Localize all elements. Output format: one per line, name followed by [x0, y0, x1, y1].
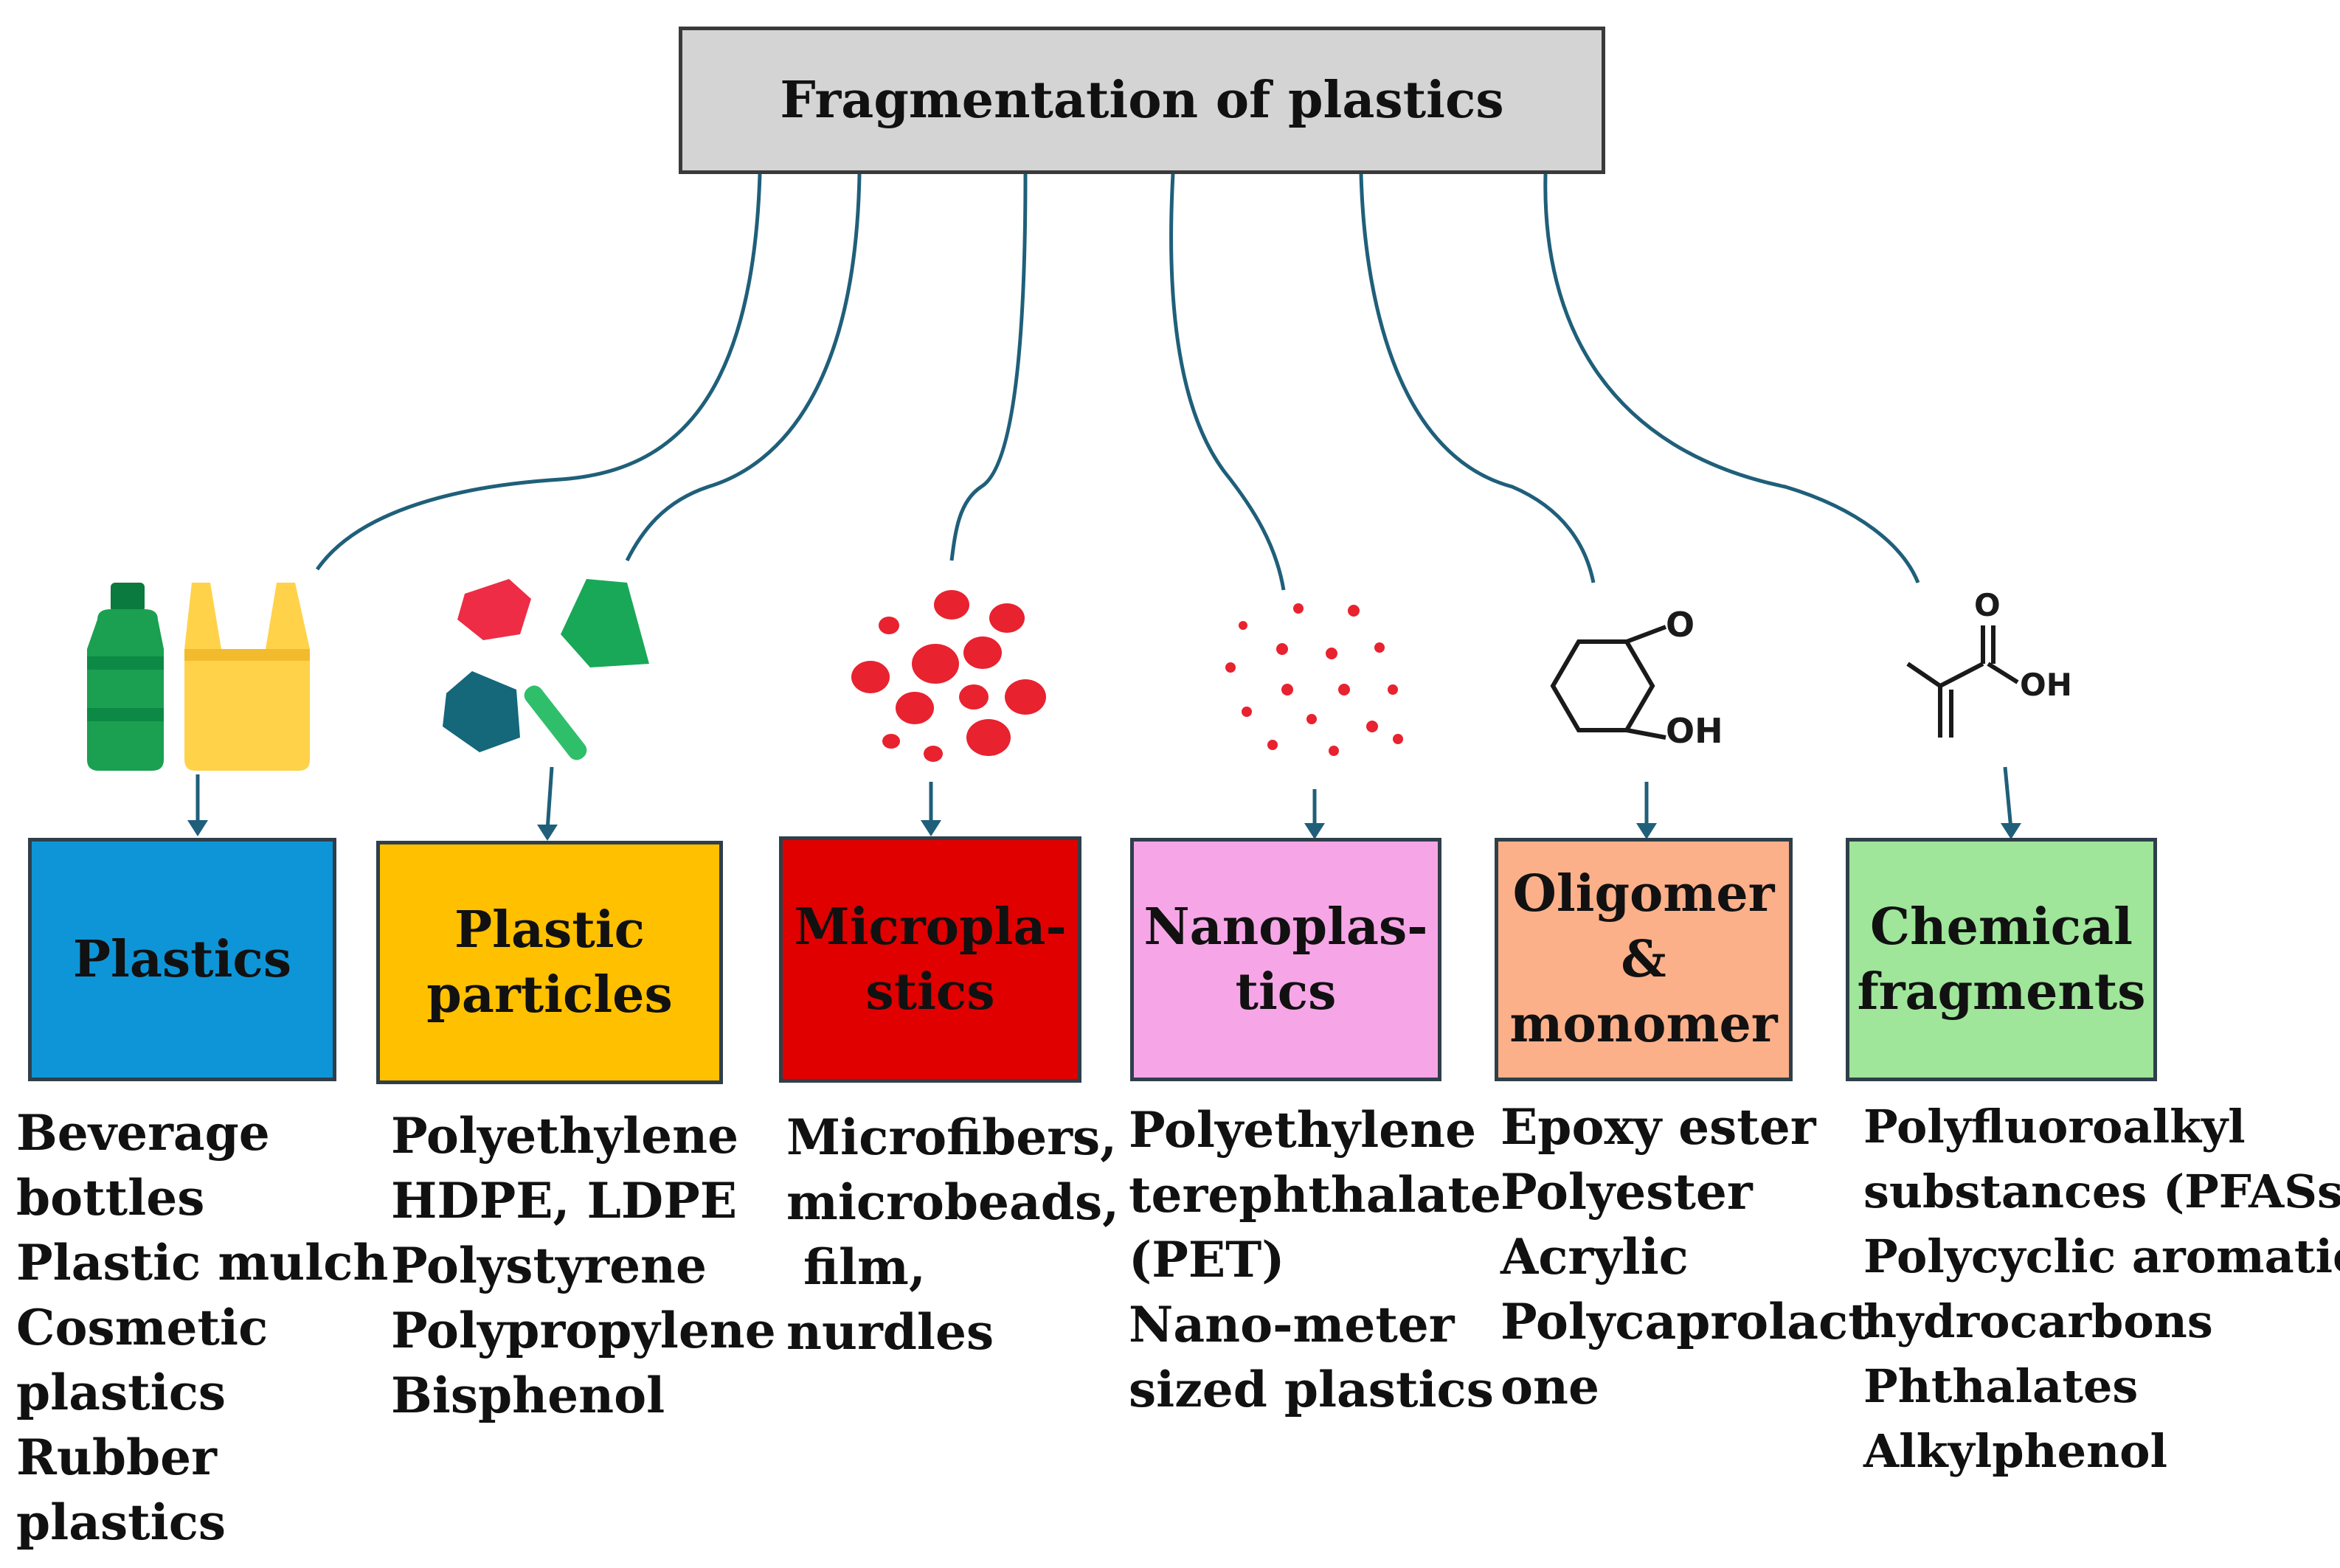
list-item: Epoxy ester — [1500, 1098, 1816, 1156]
list-item: Polyethylene — [1129, 1101, 1477, 1159]
category-label-chemical: Chemical fragments — [1857, 897, 2146, 1021]
category-label-plastics: Plastics — [72, 929, 292, 989]
list-item: Alkylphenol — [1863, 1424, 2168, 1478]
item-list-plastics: Beverage bottles Plastic mulch Cosmetic … — [16, 1100, 388, 1555]
red-droplets-icon — [851, 590, 1046, 762]
category-label-microplastics: Micropla- stics — [794, 897, 1067, 1021]
list-item: microbeads, — [786, 1173, 1120, 1231]
arrow-shaft-chemical — [2003, 766, 2013, 830]
list-item: Polycaprolact — [1500, 1293, 1871, 1350]
plastic-fragments-icon — [443, 579, 649, 760]
chem-label-oh-1: OH — [1666, 711, 1723, 751]
list-item: plastics — [16, 1494, 226, 1551]
item-list-microplastics: Microfibers, microbeads, film, nurdles — [786, 1105, 1119, 1364]
list-item: one — [1500, 1358, 1599, 1415]
list-item: substances (PFASs) — [1863, 1165, 2340, 1218]
list-item: film, — [786, 1238, 926, 1296]
list-item: Rubber — [16, 1429, 217, 1486]
list-item: Phthalates — [1863, 1359, 2139, 1413]
connector-plastic-particles — [625, 173, 862, 562]
list-item: Polyfluoroalkyl — [1863, 1100, 2246, 1154]
category-box-nanoplastics: Nanoplas- tics — [1130, 838, 1441, 1081]
list-item: (PET) — [1129, 1231, 1285, 1288]
list-item: Nano-meter — [1129, 1296, 1455, 1353]
item-list-oligomer: Epoxy ester Polyester Acrylic Polycaprol… — [1500, 1095, 1871, 1419]
item-list-nanoplastics: Polyethylene terephthalate (PET) Nano-me… — [1129, 1097, 1501, 1422]
red-dots-icon — [1225, 603, 1403, 756]
list-item: Acrylic — [1500, 1228, 1689, 1286]
methacrylic-acid-structure-icon — [1906, 625, 2019, 738]
arrow-head-chemical — [2001, 823, 2021, 839]
arrow-head-plastic-particles — [537, 825, 558, 841]
list-item: Polypropylene — [391, 1302, 776, 1359]
category-label-nanoplastics: Nanoplas- tics — [1143, 897, 1428, 1021]
list-item: nurdles — [786, 1303, 994, 1361]
arrow-head-microplastics — [921, 820, 941, 836]
list-item: bottles — [16, 1169, 205, 1227]
bottle-and-bag-icon — [87, 583, 310, 771]
arrow-head-plastics — [187, 820, 208, 836]
category-box-plastic-particles: Plastic particles — [376, 841, 723, 1084]
chem-label-o-1: O — [1666, 605, 1695, 645]
list-item: Bisphenol — [391, 1367, 665, 1424]
list-item: Polyester — [1500, 1163, 1753, 1221]
chem-label-oh-2: OH — [2020, 667, 2072, 703]
list-item: hydrocarbons — [1863, 1294, 2213, 1348]
title-box: Fragmentation of plastics — [679, 27, 1605, 174]
list-item: Polystyrene — [391, 1237, 707, 1294]
list-item: Plastic mulch — [16, 1234, 389, 1291]
arrow-head-oligomer — [1636, 823, 1657, 839]
list-item: Microfibers, — [786, 1109, 1118, 1166]
connector-oligomer — [1359, 173, 1596, 583]
list-item: Polycyclic aromatic — [1863, 1229, 2340, 1283]
category-label-oligomer: Oligomer & monomer — [1509, 864, 1778, 1055]
cyclohexanol-structure-icon — [1550, 625, 1667, 740]
list-item: terephthalate — [1129, 1166, 1501, 1224]
item-list-plastic-particles: Polyethylene HDPE, LDPE Polystyrene Poly… — [391, 1103, 776, 1428]
connector-microplastics — [949, 173, 1028, 561]
connector-chemical — [1543, 173, 1920, 583]
category-box-oligomer: Oligomer & monomer — [1495, 838, 1793, 1081]
category-label-plastic-particles: Plastic particles — [426, 900, 673, 1024]
list-item: sized plastics — [1129, 1361, 1494, 1418]
list-item: plastics — [16, 1364, 226, 1421]
connector-plastics — [315, 173, 762, 571]
list-item: Cosmetic — [16, 1299, 269, 1356]
diagram-title: Fragmentation of plastics — [780, 71, 1504, 130]
list-item: Beverage — [16, 1104, 270, 1162]
category-box-chemical: Chemical fragments — [1846, 838, 2157, 1081]
list-item: Polyethylene — [391, 1107, 739, 1165]
item-list-chemical: Polyfluoroalkyl substances (PFASs) Polyc… — [1863, 1095, 2340, 1484]
connector-nanoplastics — [1169, 173, 1286, 591]
category-box-plastics: Plastics — [28, 838, 336, 1081]
category-box-microplastics: Micropla- stics — [779, 836, 1081, 1083]
arrow-head-nanoplastics — [1304, 823, 1325, 839]
list-item: HDPE, LDPE — [391, 1172, 738, 1229]
arrow-shaft-plastic-particles — [545, 766, 554, 831]
chem-label-o-2: O — [1974, 587, 2001, 623]
